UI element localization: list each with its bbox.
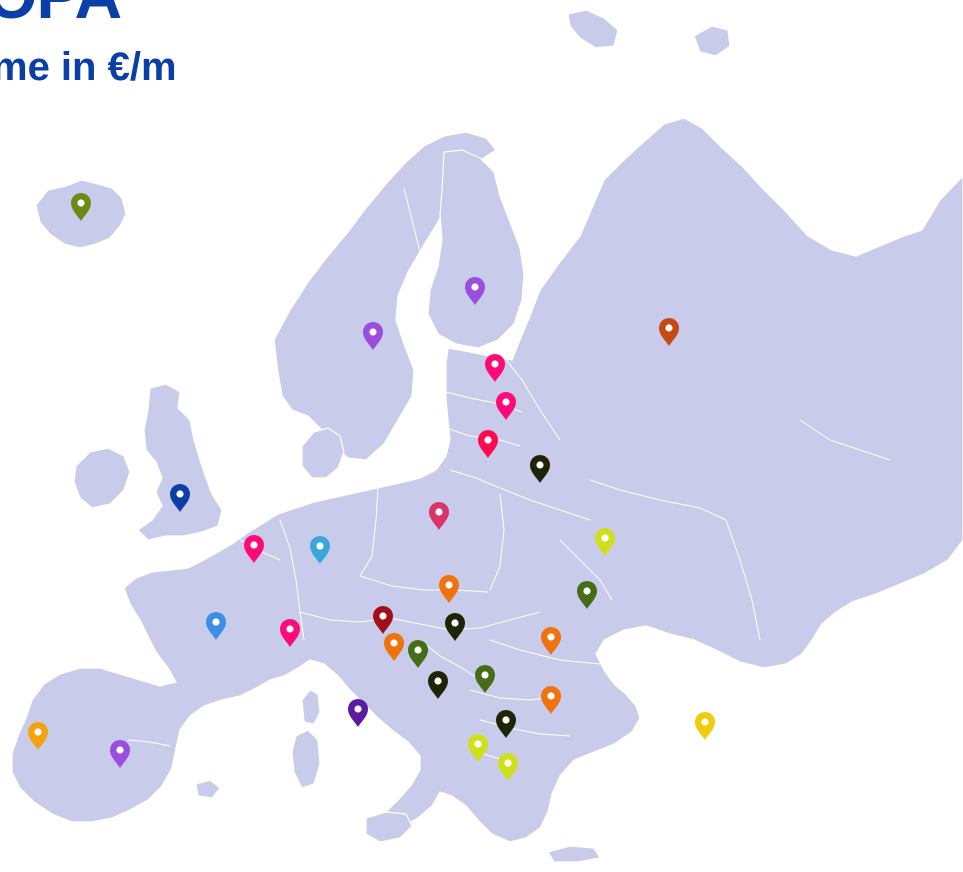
- pin-ukraine-marker-icon[interactable]: [595, 528, 615, 556]
- land-layer: [11, 9, 963, 863]
- country-united-kingdom: [137, 383, 223, 541]
- island-balearic: [195, 779, 221, 799]
- pin-czechia-marker-icon[interactable]: [439, 575, 459, 603]
- pin-greece-marker-icon[interactable]: [498, 753, 518, 781]
- country-mainland-europe: [11, 117, 963, 843]
- pin-finland-marker-icon[interactable]: [465, 277, 485, 305]
- pin-spain-marker-icon[interactable]: [110, 740, 130, 768]
- island-sicily: [365, 811, 413, 843]
- island-sardinia: [291, 729, 321, 789]
- pin-portugal-marker-icon[interactable]: [28, 722, 48, 750]
- pin-slovenia-marker-icon[interactable]: [384, 633, 404, 661]
- island-kolguev: [693, 25, 731, 57]
- pin-italy-marker-icon[interactable]: [348, 699, 368, 727]
- country-denmark: [301, 427, 345, 479]
- pin-poland-marker-icon[interactable]: [429, 502, 449, 530]
- island-novaya-zemlya: [567, 9, 619, 49]
- page-subtitle: me in €/m: [0, 45, 177, 89]
- pin-sweden-marker-icon[interactable]: [363, 322, 383, 350]
- country-ireland: [73, 447, 131, 509]
- island-corsica: [301, 689, 321, 725]
- pin-bulgaria-marker-icon[interactable]: [541, 686, 561, 714]
- pins-layer: [28, 193, 715, 781]
- pin-croatia-marker-icon[interactable]: [408, 640, 428, 668]
- pin-united-kingdom-marker-icon[interactable]: [170, 484, 190, 512]
- pin-serbia-marker-icon[interactable]: [475, 665, 495, 693]
- pin-romania-marker-icon[interactable]: [541, 627, 561, 655]
- pin-belarus-marker-icon[interactable]: [530, 455, 550, 483]
- country-finland: [427, 149, 525, 349]
- pin-north-macedonia-marker-icon[interactable]: [496, 710, 516, 738]
- pin-france-marker-icon[interactable]: [206, 612, 226, 640]
- page-title: OPA: [0, 0, 122, 28]
- pin-hungary-marker-icon[interactable]: [445, 613, 465, 641]
- pin-estonia-marker-icon[interactable]: [485, 354, 505, 382]
- pin-belgium-marker-icon[interactable]: [244, 535, 264, 563]
- pin-switzerland-marker-icon[interactable]: [280, 619, 300, 647]
- pin-bosnia-marker-icon[interactable]: [428, 671, 448, 699]
- pin-russia-marker-icon[interactable]: [659, 318, 679, 346]
- pin-austria-marker-icon[interactable]: [373, 606, 393, 634]
- pin-latvia-marker-icon[interactable]: [496, 392, 516, 420]
- pin-albania-marker-icon[interactable]: [468, 734, 488, 762]
- pin-iceland-marker-icon[interactable]: [71, 193, 91, 221]
- island-crete: [547, 845, 601, 863]
- pin-lithuania-marker-icon[interactable]: [478, 430, 498, 458]
- pin-germany-marker-icon[interactable]: [310, 536, 330, 564]
- pin-moldova-marker-icon[interactable]: [577, 581, 597, 609]
- pin-turkey-marker-icon[interactable]: [695, 712, 715, 740]
